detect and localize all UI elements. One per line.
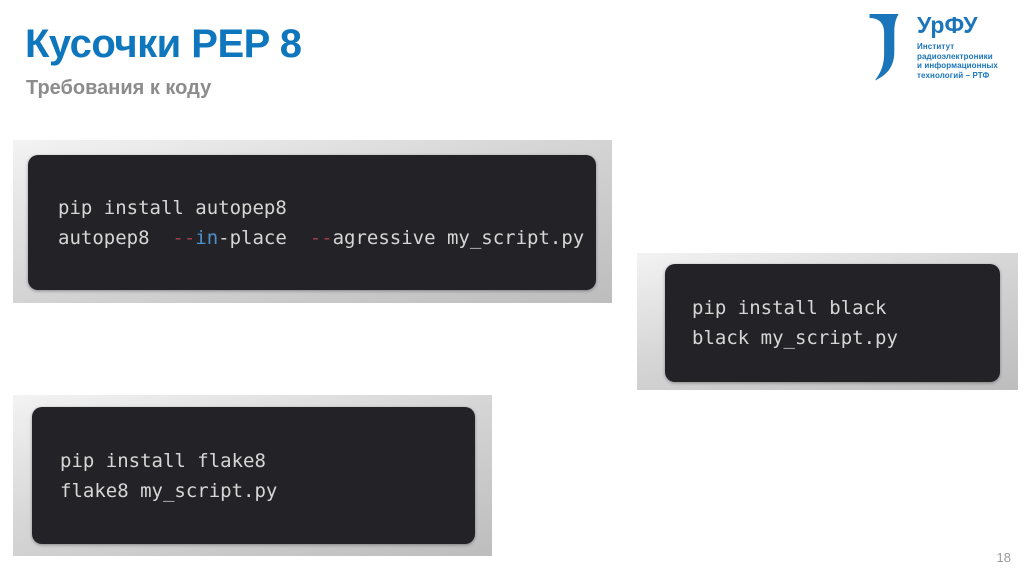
- code-segment-default: agressive my_script.py: [332, 226, 585, 249]
- institute-line: Институт: [917, 42, 955, 51]
- code-segment-red: --: [309, 226, 333, 249]
- code-segment-default: -place: [218, 226, 310, 249]
- code-line: pip install flake8: [60, 446, 475, 476]
- code-screenshot-autopep8: pip install autopep8 autopep8 --in-place …: [13, 140, 612, 303]
- code-segment-default: pip install black: [692, 297, 887, 319]
- code-line: black my_script.py: [692, 323, 1000, 353]
- code-line: pip install black: [692, 293, 1000, 323]
- page-number: 18: [996, 550, 1011, 565]
- code-terminal-autopep8: pip install autopep8 autopep8 --in-place …: [28, 155, 596, 290]
- code-segment-default: pip install flake8: [60, 449, 266, 472]
- code-segment-red: --: [172, 226, 196, 249]
- page-title: Кусочки PEP 8: [25, 22, 302, 66]
- page-subtitle: Требования к коду: [26, 77, 212, 99]
- code-terminal-flake8: pip install flake8 flake8 my_script.py: [32, 407, 475, 544]
- institute-line: и информационных: [917, 61, 998, 70]
- code-segment-default: flake8 my_script.py: [60, 479, 278, 502]
- code-screenshot-black: pip install black black my_script.py: [637, 253, 1018, 390]
- code-segment-blue: in: [195, 226, 219, 249]
- code-terminal-black: pip install black black my_script.py: [665, 264, 1000, 382]
- urfu-logo: УрФУ Институт радиоэлектроники и информа…: [868, 13, 1008, 81]
- urfu-logo-text: УрФУ Институт радиоэлектроники и информа…: [917, 13, 998, 81]
- code-segment-default: autopep8: [58, 226, 173, 249]
- code-line: flake8 my_script.py: [60, 476, 475, 506]
- urfu-logo-icon: [868, 13, 908, 81]
- institute-line: технологий – РТФ: [917, 70, 990, 80]
- code-segment-default: pip install autopep8: [58, 196, 287, 219]
- institute-line: радиоэлектроники: [917, 51, 993, 61]
- code-segment-default: black my_script.py: [692, 327, 898, 349]
- urfu-logo-name: УрФУ: [917, 12, 978, 38]
- code-line: autopep8 --in-place --agressive my_scrip…: [58, 223, 596, 253]
- code-line: pip install autopep8: [58, 193, 596, 223]
- code-screenshot-flake8: pip install flake8 flake8 my_script.py: [13, 395, 492, 556]
